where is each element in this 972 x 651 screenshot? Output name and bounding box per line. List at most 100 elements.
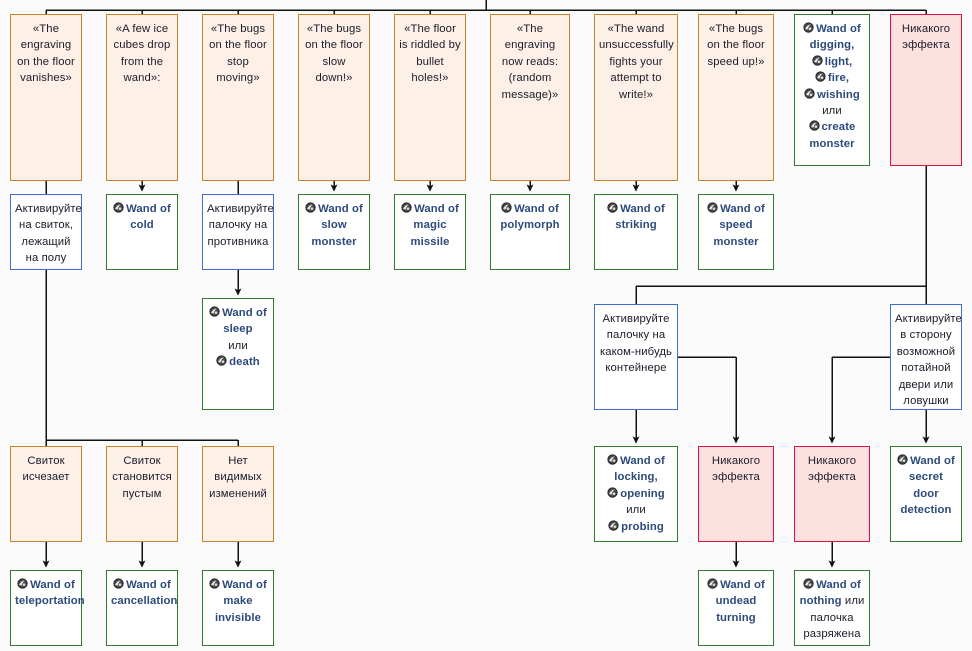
wand-entry: Wand of secret door detection (895, 453, 957, 519)
wand-entry: light, (799, 54, 865, 70)
node-label: «The engraving on the floor vanishes» (17, 23, 75, 85)
node-label: «The floor is riddled by bullet holes!» (399, 23, 461, 85)
connector-word: или (228, 339, 248, 352)
wand-entry: Wand of cold (111, 201, 173, 234)
node-n-none-container[interactable]: Никакого эффекта (698, 446, 774, 542)
node-w-speed-monster[interactable]: Wand of speed monster (698, 194, 774, 270)
node-w-magic-missile[interactable]: Wand of magic missile (394, 194, 466, 270)
node-a-at-secret-door[interactable]: Активируйте в сторону возможной потайной… (890, 304, 962, 410)
wand-entry: Wand of magic missile (399, 201, 461, 250)
wand-item-icon (803, 578, 814, 589)
connector-word: палочка разряжена (803, 611, 861, 641)
node-a-at-enemy[interactable]: Активируйте палочку на противника (202, 194, 274, 270)
wand-name: Wand of digging, (809, 23, 861, 52)
node-label: Wand of speed monster (703, 201, 769, 250)
node-w-cancellation[interactable]: Wand of cancellation (106, 570, 178, 646)
wand-name: wishing (817, 88, 860, 101)
node-m-bullet-holes[interactable]: «The floor is riddled by bullet holes!» (394, 14, 466, 181)
wand-name: opening (620, 487, 665, 500)
wand-entry: Wand of nothing или (799, 577, 865, 610)
wand-name: light, (824, 55, 853, 68)
node-a-engrave-scroll[interactable]: Активируйте на свиток, лежащий на полу (10, 194, 82, 270)
node-label: «The wand unsuccessfully fights your att… (599, 23, 674, 101)
node-label: Wand of cold (111, 201, 173, 234)
node-label: «The bugs on the floor slow down!» (305, 23, 363, 85)
node-label: Свиток исчезает (22, 455, 70, 484)
wand-name: Wand of cold (126, 203, 171, 232)
wand-name: death (229, 356, 260, 369)
wand-item-icon (216, 355, 227, 366)
node-w-make-invisible[interactable]: Wand of make invisible (202, 570, 274, 646)
node-m-engraving-vanishes[interactable]: «The engraving on the floor vanishes» (10, 14, 82, 181)
wand-item-icon (897, 454, 908, 465)
node-m-scroll-blank[interactable]: Свиток становится пустым (106, 446, 178, 542)
node-w-secret-door[interactable]: Wand of secret door detection (890, 446, 962, 542)
node-m-bugs-slow[interactable]: «The bugs on the floor slow down!» (298, 14, 370, 181)
wand-entry: Wand of teleportation (15, 577, 85, 610)
node-n-none-secret[interactable]: Никакого эффекта (794, 446, 870, 542)
wand-item-icon (607, 202, 618, 213)
wand-entry: fire, (799, 70, 865, 86)
wand-entry: Wand of make invisible (207, 577, 269, 626)
wand-entry: Wand of undead turning (703, 577, 769, 626)
wand-entry: death (207, 354, 269, 370)
node-m-bugs-speed[interactable]: «The bugs on the floor speed up!» (698, 14, 774, 181)
wand-item-icon (808, 120, 820, 132)
node-w-cold[interactable]: Wand of cold (106, 194, 178, 270)
wand-name: Wand of teleportation (15, 579, 85, 608)
connector-word: или (626, 504, 646, 517)
wand-name: Wand of locking, (614, 455, 665, 484)
node-label: Wand of make invisible (207, 577, 269, 626)
wand-item-icon (804, 87, 815, 99)
node-label: Нет видимых изменений (209, 455, 267, 500)
wand-item-icon (17, 578, 28, 589)
node-m-no-visible-change[interactable]: Нет видимых изменений (202, 446, 274, 542)
wand-item-icon (209, 306, 220, 317)
wand-entry: Wand of striking (599, 201, 673, 234)
node-label: Wand of cancellation (111, 577, 177, 610)
wand-name: Wand of secret door detection (900, 455, 955, 517)
node-m-engraving-reads[interactable]: «The engraving now reads: (random messag… (490, 14, 570, 181)
wand-item-icon (501, 202, 512, 213)
wand-name: Wand of speed monster (713, 203, 765, 248)
node-n-none-top[interactable]: Никакого эффекта (890, 14, 962, 166)
node-label: Никакого эффекта (711, 455, 761, 484)
node-m-wand-fights[interactable]: «The wand unsuccessfully fights your att… (594, 14, 678, 181)
node-label: Никакого эффекта (807, 455, 857, 484)
wand-entry: wishing (799, 87, 865, 103)
node-m-ice-cubes[interactable]: «A few ice cubes drop from the wand»: (106, 14, 178, 181)
wand-item-icon (209, 578, 220, 589)
wand-item-icon (803, 22, 814, 33)
node-w-slow-monster[interactable]: Wand of slow monster (298, 194, 370, 270)
node-w-undead-turning[interactable]: Wand of undead turning (698, 570, 774, 646)
wand-item-icon (607, 487, 618, 498)
node-label: Свиток становится пустым (112, 455, 172, 500)
node-w-polymorph[interactable]: Wand of polymorph (490, 194, 570, 270)
wand-entry: Wand of cancellation (111, 577, 177, 610)
node-label: «The bugs on the floor speed up!» (707, 23, 765, 68)
node-w-teleportation[interactable]: Wand of teleportation (10, 570, 85, 646)
connector-word: или (822, 105, 842, 118)
wand-name: Wand of magic missile (410, 203, 459, 248)
node-label: Wand of secret door detection (895, 453, 957, 519)
wand-item-icon (113, 202, 124, 213)
wand-entry: Wand of sleep (207, 305, 269, 338)
wand-entry: create monster (799, 119, 865, 152)
node-label: Wand of polymorph (495, 201, 565, 234)
node-m-scroll-vanishes[interactable]: Свиток исчезает (10, 446, 82, 542)
node-label: Активируйте на свиток, лежащий на полу (15, 203, 82, 265)
node-a-at-container[interactable]: Активируйте палочку на каком-нибудь конт… (594, 304, 678, 410)
node-w-striking[interactable]: Wand of striking (594, 194, 678, 270)
wand-item-icon (607, 454, 618, 465)
node-m-bugs-stop[interactable]: «The bugs on the floor stop moving» (202, 14, 274, 181)
wand-item-icon (815, 71, 826, 82)
